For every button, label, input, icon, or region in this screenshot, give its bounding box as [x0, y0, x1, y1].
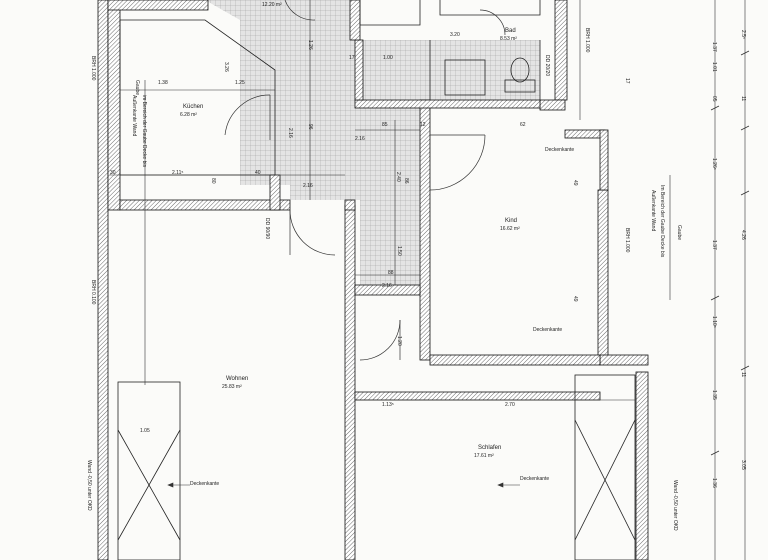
dim-right: 05	[711, 96, 717, 102]
dim-right: 1.01	[711, 62, 717, 72]
room-child-area: 16.62 m²	[500, 226, 520, 232]
dim-right: 11	[740, 96, 746, 102]
dim-right: 11	[740, 372, 746, 378]
ceiling-edge-child-top: Deckenkante	[545, 147, 575, 153]
dim-label: 1.50	[396, 246, 402, 256]
dim-label: 1.25	[235, 80, 245, 86]
room-living-name: Wohnen	[226, 376, 249, 382]
dim-label: 2.70	[505, 402, 515, 408]
dim-label: 12	[420, 122, 426, 128]
brh-left-low: BRH 0.100	[90, 280, 96, 305]
room-child-name: Kind	[505, 218, 518, 224]
dim-label: 2.40	[395, 172, 401, 182]
room-living-area: 25.83 m²	[222, 384, 242, 390]
note-gaube-child-1: Im Bereich der Gaube Decke bis	[659, 185, 665, 258]
dim-label: 2.11⁵	[172, 170, 184, 176]
dim-label: 88	[388, 270, 394, 276]
dim-label: 96	[307, 124, 313, 130]
dim-label: 1.05	[140, 428, 150, 434]
dim-right: 1.10⁵	[711, 316, 717, 328]
room-sleep-area: 17.61 m²	[474, 453, 494, 459]
dim-right: 1.26⁵	[711, 158, 717, 170]
dim-label: 49	[572, 296, 578, 302]
room-kitchen-area: 6.28 m²	[180, 112, 197, 118]
dim-label: 2.16	[355, 136, 365, 142]
dim-label: 30	[110, 170, 116, 176]
dim-label: 1.26	[307, 40, 313, 50]
room-sleep-name: Schlafen	[478, 445, 502, 451]
dim-right: 4.26	[740, 230, 746, 240]
ceiling-edge-sleep: Deckenkante	[520, 476, 550, 482]
dim-label: 17	[349, 55, 355, 61]
note-gaube-kitchen-2: im Bereich der Gaube Decke bis	[141, 95, 147, 167]
interior-walls	[119, 0, 601, 560]
dim-right: 1.35	[711, 390, 717, 400]
dim-right: 2.5⁵	[740, 30, 746, 40]
dim-right: 1.37	[711, 240, 717, 250]
ceiling-edge-child-bottom: Deckenkante	[533, 327, 563, 333]
dim-label: 3.20	[450, 32, 460, 38]
hall-area: 12.20 m²	[262, 2, 282, 8]
note-gaube-child-2: Außenkante Wand	[650, 190, 656, 232]
brh-right-mid: BRH 1.000	[624, 228, 630, 253]
dim-label: 62	[520, 122, 526, 128]
brh-right-top: BRH 1.000	[584, 28, 590, 53]
dim-right: 1.36	[711, 478, 717, 488]
dim-right: 17	[624, 78, 630, 84]
dim-label: 1.38	[158, 80, 168, 86]
dim-label: 1.20	[396, 336, 402, 346]
bath-tiled-floor	[360, 40, 540, 100]
door-dd-kitchen: DD 90/90	[264, 218, 270, 240]
dim-label: 2.16	[303, 183, 313, 189]
room-bath-name: Bad	[505, 28, 516, 34]
room-bath-area: 8.53 m²	[500, 36, 517, 42]
ceiling-edge-living: Deckenkante	[190, 481, 220, 487]
dim-label: 86	[403, 178, 409, 184]
note-gaube-child-3: Gaube	[676, 225, 682, 241]
room-kitchen-name: Küchen	[183, 104, 204, 110]
dim-label: 49	[572, 180, 578, 186]
note-gaube-kitchen-3: Außenkante Wand	[131, 95, 137, 137]
dim-label: 2.16	[287, 128, 293, 138]
note-wall-right: Wand -0,50 unter OKD	[672, 480, 678, 531]
dim-label: 80	[210, 178, 216, 184]
door-dd-bath: DD 20/20	[544, 55, 550, 77]
dim-right: 3.05	[740, 460, 746, 470]
note-wall-left: Wand -0,50 unter OKD	[86, 460, 92, 511]
dim-label: 1.13⁵	[382, 402, 394, 408]
brh-left: BRH 1.000	[90, 56, 96, 81]
dim-label: 2.16	[382, 283, 392, 289]
dim-right: 1.37	[711, 42, 717, 52]
dim-label: 85	[382, 122, 388, 128]
note-gaube-kitchen-1: Gaube	[134, 80, 140, 96]
dim-label: 3.26	[223, 62, 229, 72]
outer-walls	[97, 0, 649, 560]
dim-label: 40	[255, 170, 261, 176]
dim-label: 1.00	[383, 55, 393, 61]
